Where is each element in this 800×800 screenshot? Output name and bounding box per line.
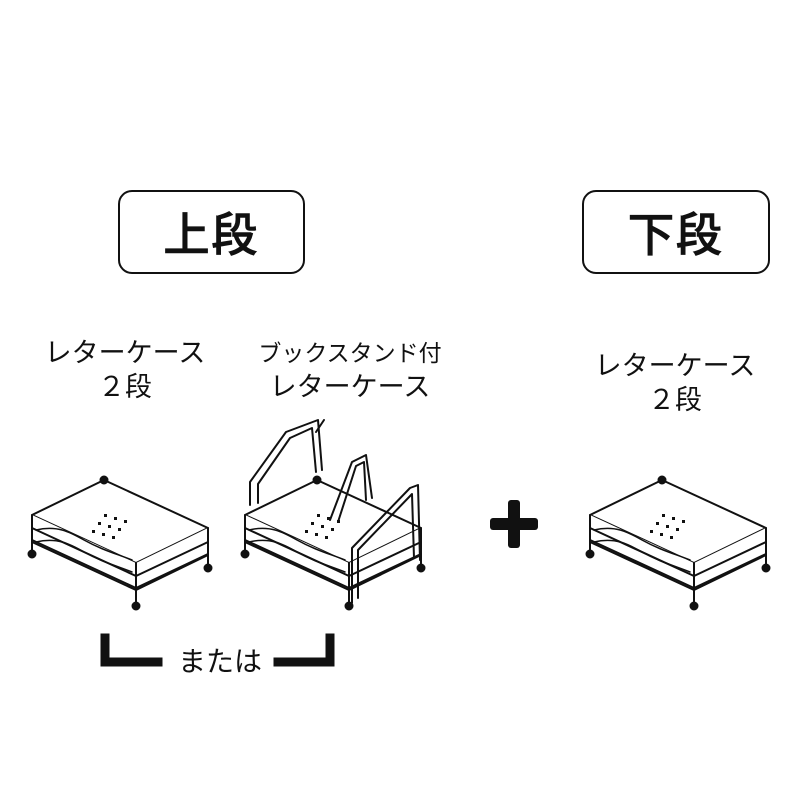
caption-bookstand-letter-case: ブックスタンド付 レターケース bbox=[240, 337, 460, 405]
letter-case-2tier-icon bbox=[27, 475, 213, 611]
caption-line-1: ブックスタンド付 bbox=[258, 341, 442, 367]
lower-tier-label-text: 下段 bbox=[628, 208, 724, 262]
caption-lower-letter-case-2tier: レターケース ２段 bbox=[570, 350, 780, 418]
plus-icon bbox=[490, 500, 538, 548]
upper-tier-label-text: 上段 bbox=[163, 208, 260, 262]
caption-line-2: レターケース bbox=[269, 372, 431, 403]
upper-tier-label: 上段 bbox=[118, 190, 305, 274]
or-text: または bbox=[177, 645, 262, 678]
letter-case-with-bookstand-icon bbox=[240, 419, 426, 611]
caption-line-2: ２段 bbox=[648, 385, 702, 416]
caption-letter-case-2tier: レターケース ２段 bbox=[20, 337, 230, 405]
lower-tier-label: 下段 bbox=[582, 190, 770, 274]
caption-line-2: ２段 bbox=[98, 372, 152, 403]
letter-case-2tier-lower-icon bbox=[585, 475, 771, 611]
caption-line-1: レターケース bbox=[594, 351, 756, 382]
caption-line-1: レターケース bbox=[44, 338, 206, 369]
bracket-icon bbox=[100, 633, 335, 667]
